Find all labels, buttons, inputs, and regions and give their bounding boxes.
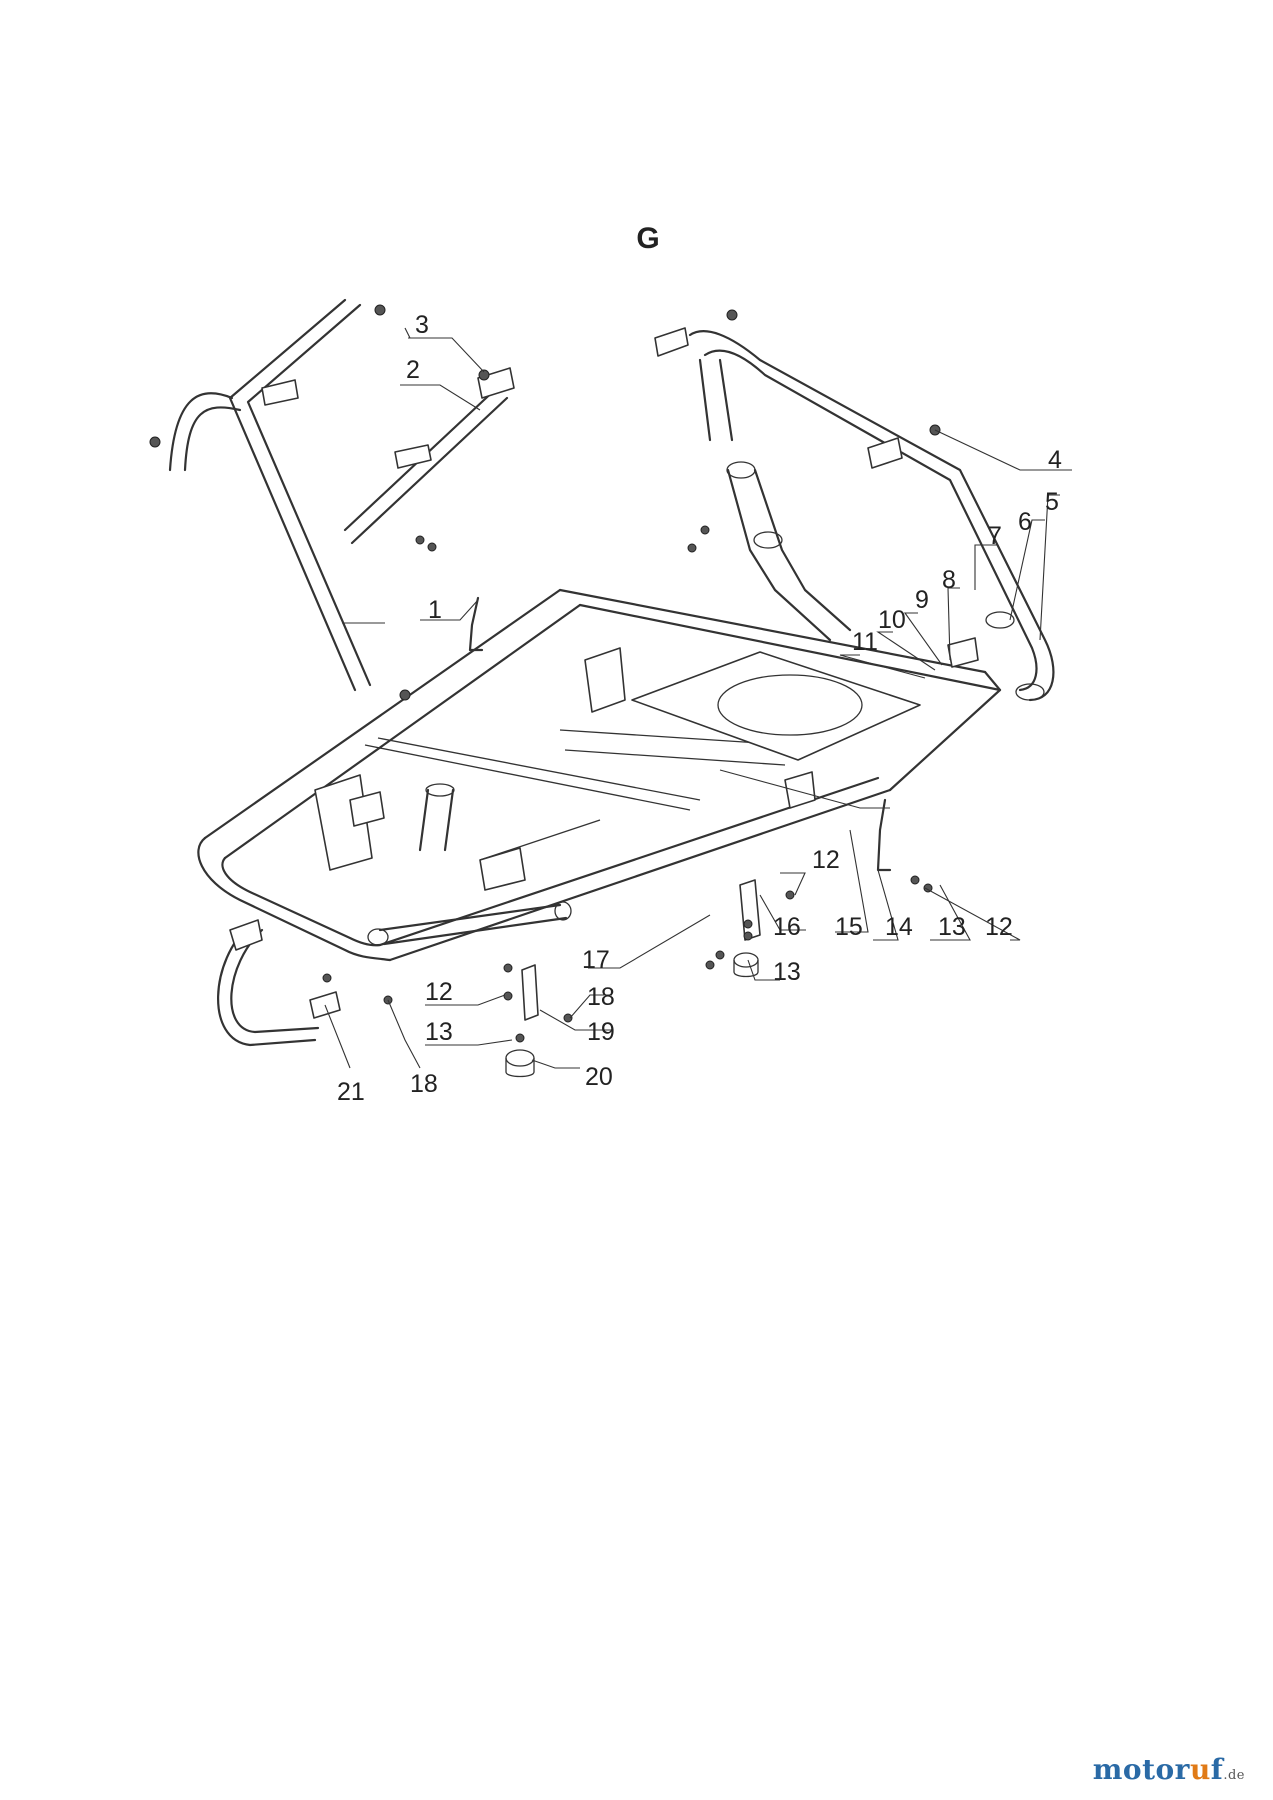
callout-20: 20 — [585, 1063, 613, 1091]
callout-3: 3 — [415, 311, 429, 339]
callout-19: 19 — [587, 1018, 615, 1046]
watermark-logo: motoruf.de — [1093, 1753, 1245, 1786]
callout-12c: 12 — [425, 978, 453, 1006]
fasteners — [149, 304, 941, 1043]
callout-16: 16 — [773, 913, 801, 941]
small-parts — [468, 596, 892, 1078]
callout-12a: 12 — [812, 846, 840, 874]
main-frame — [197, 588, 1002, 962]
watermark-brand-main: motor — [1092, 1753, 1190, 1786]
callout-13a: 13 — [938, 913, 966, 941]
callout-18b: 18 — [410, 1070, 438, 1098]
callout-17: 17 — [582, 946, 610, 974]
callout-4: 4 — [1048, 446, 1062, 474]
callout-6: 6 — [1018, 508, 1032, 536]
callout-14: 14 — [885, 913, 913, 941]
callout-7: 7 — [988, 522, 1002, 550]
callout-9: 9 — [915, 586, 929, 614]
callout-15: 15 — [835, 913, 863, 941]
section-title: G — [636, 222, 659, 255]
callout-13b: 13 — [773, 958, 801, 986]
right-roll-bar — [654, 327, 1055, 702]
callout-13c: 13 — [425, 1018, 453, 1046]
watermark-tld: .de — [1223, 1768, 1245, 1783]
callout-18a: 18 — [587, 983, 615, 1011]
callout-11: 11 — [852, 628, 878, 656]
callout-2: 2 — [406, 356, 420, 384]
callout-21: 21 — [337, 1078, 365, 1106]
callout-10: 10 — [878, 606, 906, 634]
callout-1: 1 — [428, 596, 442, 624]
watermark-brand-end: f — [1210, 1753, 1224, 1786]
leader-lines — [324, 327, 1072, 1069]
callout-labels: 1 2 3 4 5 6 7 8 9 10 11 12 12 12 13 13 1… — [337, 311, 1062, 1106]
callout-12b: 12 — [985, 913, 1013, 941]
callout-8: 8 — [942, 566, 956, 594]
left-roll-bar — [168, 298, 515, 692]
watermark-brand-accent: u — [1189, 1753, 1211, 1786]
callout-5: 5 — [1045, 488, 1059, 516]
